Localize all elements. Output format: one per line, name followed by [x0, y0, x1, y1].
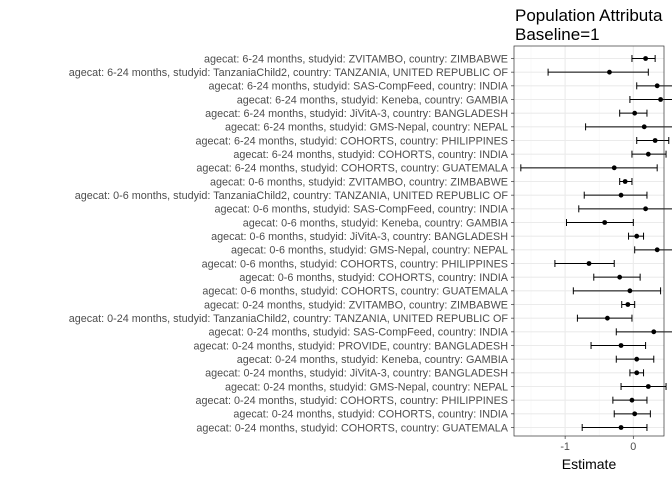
category-label: agecat: 0-24 months, studyid: PROVIDE, c… — [194, 340, 508, 352]
estimate-point — [651, 329, 657, 335]
chart-title-line-2: Baseline=1 — [515, 25, 600, 44]
x-axis: -1 0 — [560, 436, 636, 453]
estimate-point — [632, 411, 638, 417]
category-label: agecat: 0-24 months, studyid: ZVITAMBO, … — [204, 299, 508, 311]
category-label: agecat: 0-24 months, studyid: Keneba, co… — [237, 354, 509, 366]
y-axis-ticks — [511, 58, 514, 428]
category-label: agecat: 6-24 months, studyid: COHORTS, c… — [196, 163, 508, 175]
category-label: agecat: 6-24 months, studyid: JiVitA-3, … — [205, 108, 508, 120]
category-label: agecat: 6-24 months, studyid: COHORTS, c… — [233, 149, 508, 161]
plot-panel-border — [513, 45, 665, 437]
category-label: agecat: 0-24 months, studyid: COHORTS, c… — [233, 409, 508, 421]
category-label: agecat: 0-6 months, studyid: JiVitA-3, c… — [211, 231, 508, 243]
category-label: agecat: 0-24 months, studyid: JiVitA-3, … — [205, 368, 508, 380]
estimate-marks — [520, 55, 672, 431]
estimate-point — [611, 165, 617, 171]
estimate-point — [586, 261, 592, 266]
category-label: agecat: 6-24 months, studyid: Keneba, co… — [237, 94, 509, 106]
category-label: agecat: 6-24 months, studyid: TanzaniaCh… — [69, 67, 509, 79]
estimate-point — [618, 425, 624, 430]
category-label: agecat: 0-24 months, studyid: COHORTS, c… — [196, 395, 508, 407]
x-tick-label: 0 — [630, 441, 636, 453]
estimate-point — [607, 69, 612, 75]
category-label: agecat: 6-24 months, studyid: GMS-Nepal,… — [225, 122, 508, 134]
category-label: agecat: 0-6 months, studyid: ZVITAMBO, c… — [210, 176, 508, 188]
plot-panel — [514, 46, 664, 436]
category-label: agecat: 0-6 months, studyid: COHORTS, co… — [202, 258, 508, 270]
estimate-point — [632, 110, 638, 116]
estimate-point — [658, 97, 663, 102]
category-labels: agecat: 6-24 months, studyid: ZVITAMBO, … — [69, 53, 509, 434]
category-label: agecat: 0-6 months, studyid: TanzaniaChi… — [75, 190, 509, 202]
estimate-point — [618, 192, 624, 198]
estimate-point — [641, 124, 647, 130]
category-label: agecat: 0-6 months, studyid: Keneba, cou… — [243, 217, 509, 229]
chart-title-line-1: Population Attributa — [515, 6, 663, 25]
x-tick-label: -1 — [560, 441, 570, 453]
chart-title: Population Attributa Baseline=1 — [515, 6, 663, 44]
estimate-point — [622, 179, 628, 184]
estimate-point — [634, 370, 640, 376]
category-label: agecat: 6-24 months, studyid: COHORTS, c… — [196, 135, 508, 147]
estimate-point — [643, 56, 648, 61]
estimate-point — [602, 220, 608, 225]
category-label: agecat: 0-24 months, studyid: COHORTS, c… — [196, 422, 508, 434]
category-label: agecat: 0-24 months, studyid: TanzaniaCh… — [69, 313, 509, 325]
category-label: agecat: 0-24 months, studyid: GMS-Nepal,… — [225, 381, 508, 393]
estimate-point — [629, 397, 635, 403]
x-axis-title: Estimate — [562, 456, 617, 472]
category-label: agecat: 0-24 months, studyid: SAS-CompFe… — [209, 327, 509, 339]
estimate-point — [634, 356, 640, 362]
category-label: agecat: 6-24 months, studyid: SAS-CompFe… — [209, 81, 509, 93]
estimate-point — [645, 151, 651, 157]
estimate-point — [627, 288, 633, 294]
estimate-point — [605, 315, 610, 321]
category-label: agecat: 6-24 months, studyid: ZVITAMBO, … — [204, 53, 508, 65]
category-label: agecat: 0-6 months, studyid: GMS-Nepal, … — [231, 245, 508, 257]
category-label: agecat: 0-6 months, studyid: COHORTS, co… — [239, 272, 508, 284]
estimate-point — [654, 247, 660, 253]
estimate-point — [634, 233, 640, 239]
category-label: agecat: 0-6 months, studyid: SAS-CompFee… — [215, 204, 509, 216]
estimate-point — [645, 384, 651, 389]
estimate-point — [625, 302, 631, 307]
estimate-point — [617, 274, 623, 280]
category-label: agecat: 0-6 months, studyid: COHORTS, co… — [202, 286, 508, 298]
estimate-point — [654, 83, 660, 89]
estimate-point — [643, 206, 648, 212]
estimate-point — [652, 138, 658, 143]
estimate-point — [618, 343, 624, 348]
